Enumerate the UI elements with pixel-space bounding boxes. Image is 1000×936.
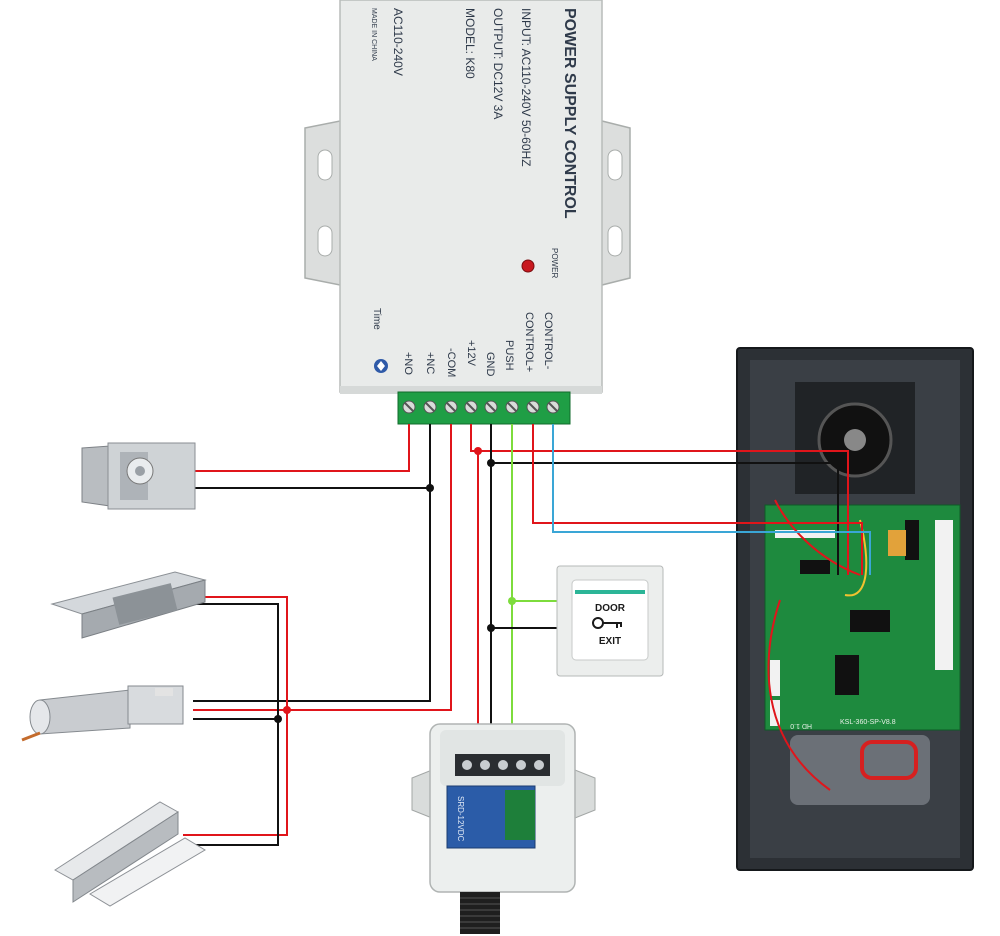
magnetic-door-lock — [54, 801, 206, 907]
psu-brand: Time — [371, 308, 382, 330]
psu-made-in: MADE IN CHINA — [370, 8, 377, 61]
terminal-label-no: +NO — [402, 352, 414, 375]
pcb-small-label: HD 1.0 — [790, 722, 812, 729]
electric-strike-lock — [50, 571, 207, 639]
power-led-label: POWER — [550, 248, 559, 278]
terminal-label-gnd: GND — [484, 352, 496, 377]
psu-input-spec: INPUT: AC110-240V 50-60HZ — [519, 8, 533, 167]
pcb-silkscreen: KSL-360-SP-V8.8 — [840, 719, 896, 726]
wire-black-com — [193, 424, 431, 702]
exit-button-label-exit: EXIT — [599, 636, 621, 647]
magnetic-bolt-lock — [21, 685, 184, 742]
terminal-label-control-minus: CONTROL- — [542, 312, 554, 370]
wire-red-no — [193, 424, 410, 472]
terminal-label-com: -COM — [445, 348, 457, 377]
wire-red-nc — [193, 424, 452, 711]
psu-output-spec: OUTPUT: DC12V 3A — [491, 8, 505, 119]
wire-blue-control-minus — [552, 424, 871, 575]
power-supply-unit: POWER SUPPLY CONTROL INPUT: AC110-240V 5… — [304, 0, 631, 425]
terminal-label-nc: +NC — [424, 352, 436, 374]
terminal-label-control-plus: CONTROL+ — [523, 312, 535, 372]
antenna-icon — [460, 892, 500, 934]
psu-terminal-block — [397, 391, 571, 425]
wire-red-control-plus — [532, 424, 863, 575]
psu-ac-label: AC110-240V — [391, 8, 405, 76]
power-led-icon — [521, 259, 535, 273]
wire-black-gnd — [490, 424, 839, 575]
wire-red-12v — [470, 424, 849, 575]
terminal-label-12v: +12V — [465, 340, 477, 367]
relay-terminal-block — [455, 754, 550, 776]
key-icon — [592, 617, 622, 629]
wireless-relay-module: SRD-12VDC — [411, 723, 596, 934]
psu-title: POWER SUPPLY CONTROL — [561, 8, 578, 219]
psu-model: MODEL: K80 — [463, 8, 477, 79]
exit-button-label-door: DOOR — [595, 603, 626, 614]
terminal-label-push: PUSH — [503, 340, 515, 371]
rim-lock — [81, 442, 196, 510]
door-exit-button: DOOR EXIT — [556, 565, 664, 677]
access-controller: HD 1.0 KSL-360-SP-V8.8 — [736, 347, 974, 871]
relay-model-text: SRD-12VDC — [456, 796, 465, 842]
